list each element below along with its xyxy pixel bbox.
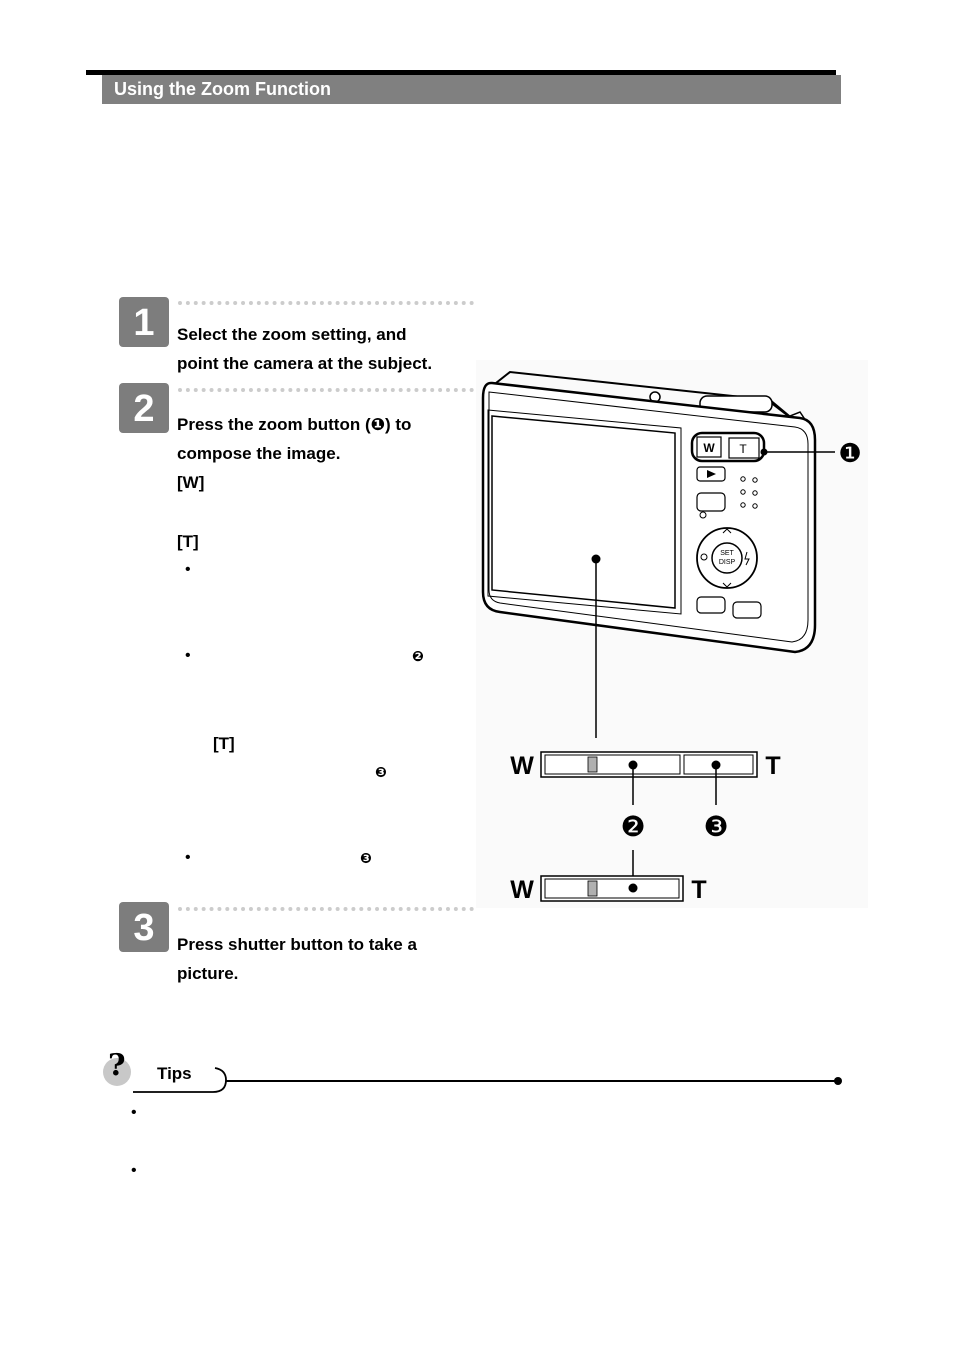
step-2-line-2: compose the image. bbox=[177, 444, 341, 463]
dial-down-icon bbox=[722, 582, 732, 588]
step-1-line-2: point the camera at the subject. bbox=[177, 354, 433, 373]
bullet-3-mark-3: ❸ bbox=[360, 850, 372, 866]
step-2-text: Press the zoom button (❶) to compose the… bbox=[177, 410, 467, 497]
callout-2: ❷ bbox=[620, 810, 645, 843]
zoom-bar-2-indicator bbox=[587, 880, 598, 897]
status-led bbox=[699, 511, 707, 519]
set-label: SET bbox=[720, 550, 734, 557]
zoom-bar-1-indicator bbox=[587, 756, 598, 773]
tips-icon bbox=[103, 1058, 131, 1086]
bottom-right-button bbox=[732, 601, 762, 619]
top-rule bbox=[86, 70, 836, 75]
zoom-bar-1-w-label: W bbox=[510, 752, 534, 780]
tips-rule-end-dot bbox=[834, 1077, 842, 1085]
zoom-bar-2-optical bbox=[544, 878, 680, 899]
dial-left-icon bbox=[700, 553, 708, 561]
step-2-line-1: Press the zoom button (❶) to bbox=[177, 415, 412, 434]
step-2-divider bbox=[178, 388, 474, 392]
section-header: Using the Zoom Function bbox=[102, 75, 841, 104]
tips-label: Tips bbox=[157, 1064, 192, 1083]
callout-1: ❶ bbox=[838, 439, 861, 469]
callout-3: ❸ bbox=[703, 810, 728, 843]
zoom-bar-2 bbox=[540, 875, 684, 902]
step-2-w-label: [W] bbox=[177, 473, 205, 492]
bullet-1: • bbox=[185, 561, 191, 578]
zoom-t-key bbox=[728, 437, 760, 459]
tip-bullet-1: • bbox=[131, 1104, 137, 1121]
camera-body-inner-edge bbox=[488, 391, 809, 643]
zoom-bar-2-w-label: W bbox=[510, 876, 534, 904]
step-1-divider bbox=[178, 301, 474, 305]
step-2-t-label-2: [T] bbox=[213, 734, 235, 753]
step-3-line-2: picture. bbox=[177, 964, 239, 983]
step-1-badge: 1 bbox=[119, 297, 169, 347]
bullet-2-mark-3: ❸ bbox=[375, 764, 387, 780]
bullet-3: • bbox=[185, 849, 191, 866]
step-1-text: Select the zoom setting, and point the c… bbox=[177, 320, 467, 378]
play-icon bbox=[707, 470, 716, 478]
tip-bullet-2: • bbox=[131, 1162, 137, 1179]
lcd-frame bbox=[491, 415, 676, 609]
tips-divider bbox=[133, 1067, 842, 1093]
step-1-line-1: Select the zoom setting, and bbox=[177, 325, 407, 344]
zoom-bar-1-t-label: T bbox=[765, 752, 780, 780]
lcd-outer-frame bbox=[487, 409, 682, 615]
speaker-holes bbox=[740, 476, 758, 509]
bottom-left-button bbox=[696, 596, 726, 614]
step-3-text: Press shutter button to take a picture. bbox=[177, 930, 467, 988]
step-3-line-1: Press shutter button to take a bbox=[177, 935, 417, 954]
step-3-divider bbox=[178, 907, 474, 911]
step-2-t-label: [T] bbox=[177, 532, 199, 551]
disp-label: DISP bbox=[719, 559, 736, 566]
tips-question-icon: ? bbox=[108, 1048, 126, 1083]
bullet-2: • bbox=[185, 647, 191, 664]
zoom-w-key bbox=[696, 436, 722, 458]
flash-icon bbox=[744, 551, 750, 566]
dial-up-icon bbox=[722, 528, 732, 534]
step-2-badge: 2 bbox=[119, 383, 169, 433]
zoom-bar-2-dot bbox=[628, 883, 638, 893]
camera-zoom-illustration: W T ❶ SET DISP W T ❷ ❸ W T bbox=[476, 360, 868, 908]
section-title: Using the Zoom Function bbox=[114, 79, 331, 99]
bullet-2-mark-2: ❷ bbox=[412, 648, 424, 664]
zoom-bar-1 bbox=[540, 751, 758, 778]
menu-button bbox=[696, 492, 726, 512]
zoom-bar-2-t-label: T bbox=[691, 876, 706, 904]
zoom-bar-1-digital bbox=[683, 754, 754, 775]
zoom-w-key-label: W bbox=[703, 441, 715, 455]
set-disp-button bbox=[711, 542, 743, 574]
zoom-t-key-label: T bbox=[739, 442, 747, 456]
step-3-badge: 3 bbox=[119, 902, 169, 952]
zoom-bar-1-optical bbox=[544, 754, 681, 775]
